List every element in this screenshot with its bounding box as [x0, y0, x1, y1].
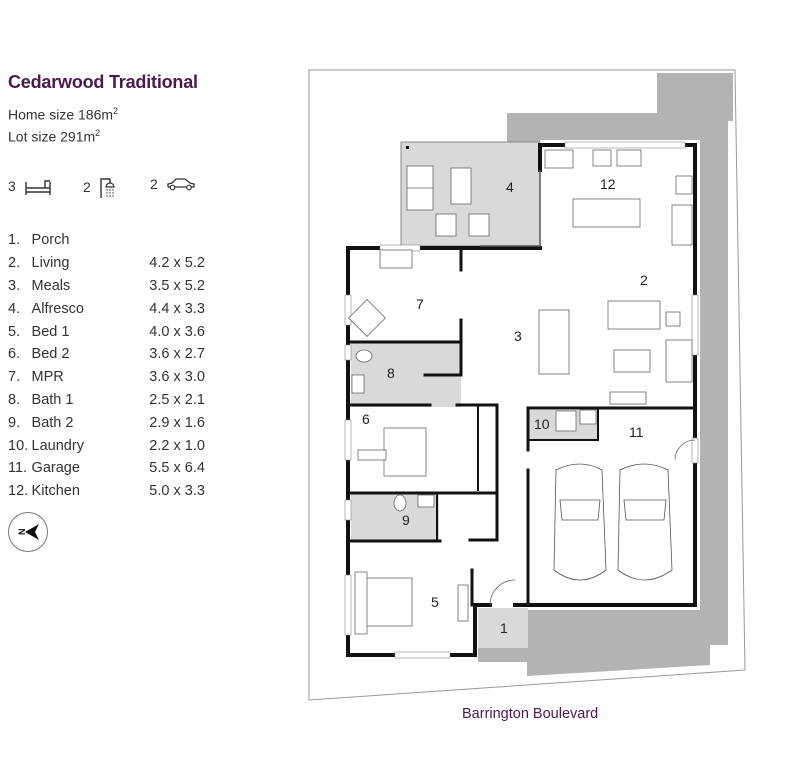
room-row: 1. Porch [8, 229, 218, 252]
room-dimensions: 3.5 x 5.2 [149, 277, 205, 294]
room-number: 10. [8, 437, 29, 454]
label-living: 2 [640, 272, 648, 288]
garage-count-value: 2 [150, 176, 158, 192]
room-name: MPR [31, 369, 64, 386]
room-name: Laundry [31, 437, 84, 454]
room-row: 12.Kitchen 5.0 x 3.3 [8, 480, 218, 503]
room-name: Alfresco [31, 300, 84, 317]
room-row: 3. Meals 3.5 x 5.2 [8, 275, 218, 298]
room-dimensions: 2.5 x 2.1 [149, 391, 205, 408]
room-number: 2. [8, 255, 21, 272]
bed-icon [25, 180, 51, 195]
bathroom-count: 2 [83, 176, 119, 198]
label-bed-2: 6 [362, 411, 370, 427]
porch-area [478, 608, 528, 648]
bedroom-count: 3 [8, 176, 52, 196]
room-number: 6. [8, 346, 21, 363]
room-name: Bed 2 [31, 346, 70, 363]
room-row: 11.Garage 5.5 x 6.4 [8, 457, 218, 480]
room-name: Bed 1 [31, 323, 70, 340]
car-outline [553, 463, 673, 581]
room-row: 10.Laundry 2.2 x 1.0 [8, 434, 218, 457]
room-row: 2. Living 4.2 x 5.2 [8, 252, 218, 275]
room-dimensions: 2.9 x 1.6 [149, 414, 205, 431]
room-dimensions: 5.5 x 6.4 [149, 460, 205, 477]
plan-title: Cedarwood Traditional [8, 72, 198, 92]
label-alfresco: 4 [506, 179, 514, 195]
label-garage: 11 [629, 424, 644, 440]
room-number: 12. [8, 483, 29, 500]
garage-count: 2 [150, 176, 196, 192]
bedroom-count-value: 3 [8, 178, 16, 194]
lot-boundary [308, 69, 746, 701]
room-number: 11. [8, 460, 28, 477]
label-bed-1: 5 [431, 594, 439, 610]
room-row: 5. Bed 1 4.0 x 3.6 [8, 320, 218, 343]
label-bath-2: 9 [402, 512, 410, 528]
label-kitchen: 12 [600, 176, 616, 192]
room-dimensions: 4.0 x 3.6 [149, 323, 205, 340]
label-porch: 1 [500, 620, 508, 636]
compass: N [8, 512, 48, 552]
lot-size: Lot size 291m2 [8, 128, 100, 145]
room-dimensions: 2.2 x 1.0 [149, 437, 205, 454]
room-number: 3. [8, 277, 21, 294]
room-number: 5. [8, 323, 21, 340]
street-name: Barrington Boulevard [462, 706, 599, 722]
room-name: Garage [31, 460, 80, 477]
room-dimensions: 5.0 x 3.3 [149, 483, 205, 500]
room-name: Kitchen [31, 483, 80, 500]
car-icon [167, 178, 195, 191]
room-name: Porch [31, 232, 70, 249]
label-meals: 3 [514, 328, 522, 344]
home-size: Home size 186m2 [8, 106, 118, 123]
room-number: 1. [8, 232, 21, 249]
bathroom-count-value: 2 [83, 179, 91, 195]
room-row: 9. Bath 2 2.9 x 1.6 [8, 411, 218, 434]
room-number: 4. [8, 300, 21, 317]
room-dimensions: 3.6 x 2.7 [149, 346, 205, 363]
room-number: 9. [8, 414, 21, 431]
room-number: 8. [8, 391, 21, 408]
superscript: 2 [113, 106, 119, 116]
room-row: 4. Alfresco 4.4 x 3.3 [8, 297, 218, 320]
room-name: Living [31, 255, 70, 272]
room-name: Bath 1 [31, 391, 74, 408]
north-arrow-icon: N [17, 524, 39, 540]
room-dimensions: 4.2 x 5.2 [149, 255, 205, 272]
room-row: 7. MPR 3.6 x 3.0 [8, 366, 218, 389]
superscript: 2 [95, 128, 101, 138]
room-number: 7. [8, 369, 21, 386]
room-row: 8. Bath 1 2.5 x 2.1 [8, 389, 218, 412]
room-row: 6. Bed 2 3.6 x 2.7 [8, 343, 218, 366]
label-laundry: 10 [534, 416, 550, 432]
svg-text:N: N [17, 529, 27, 536]
home-size-text: Home size 186m [8, 106, 114, 123]
room-dimensions: 4.4 x 3.3 [149, 300, 205, 317]
room-schedule: 1. Porch 2. Living 4.2 x 5.2 3. Meals 3.5 x 5… [8, 229, 218, 503]
lot-size-text: Lot size 291m [8, 128, 96, 145]
shower-icon [100, 178, 115, 198]
label-mpr: 7 [416, 296, 424, 312]
label-bath-1: 8 [387, 365, 395, 381]
room-dimensions: 3.6 x 3.0 [149, 369, 205, 386]
room-name: Meals [31, 277, 71, 294]
room-name: Bath 2 [31, 414, 74, 431]
